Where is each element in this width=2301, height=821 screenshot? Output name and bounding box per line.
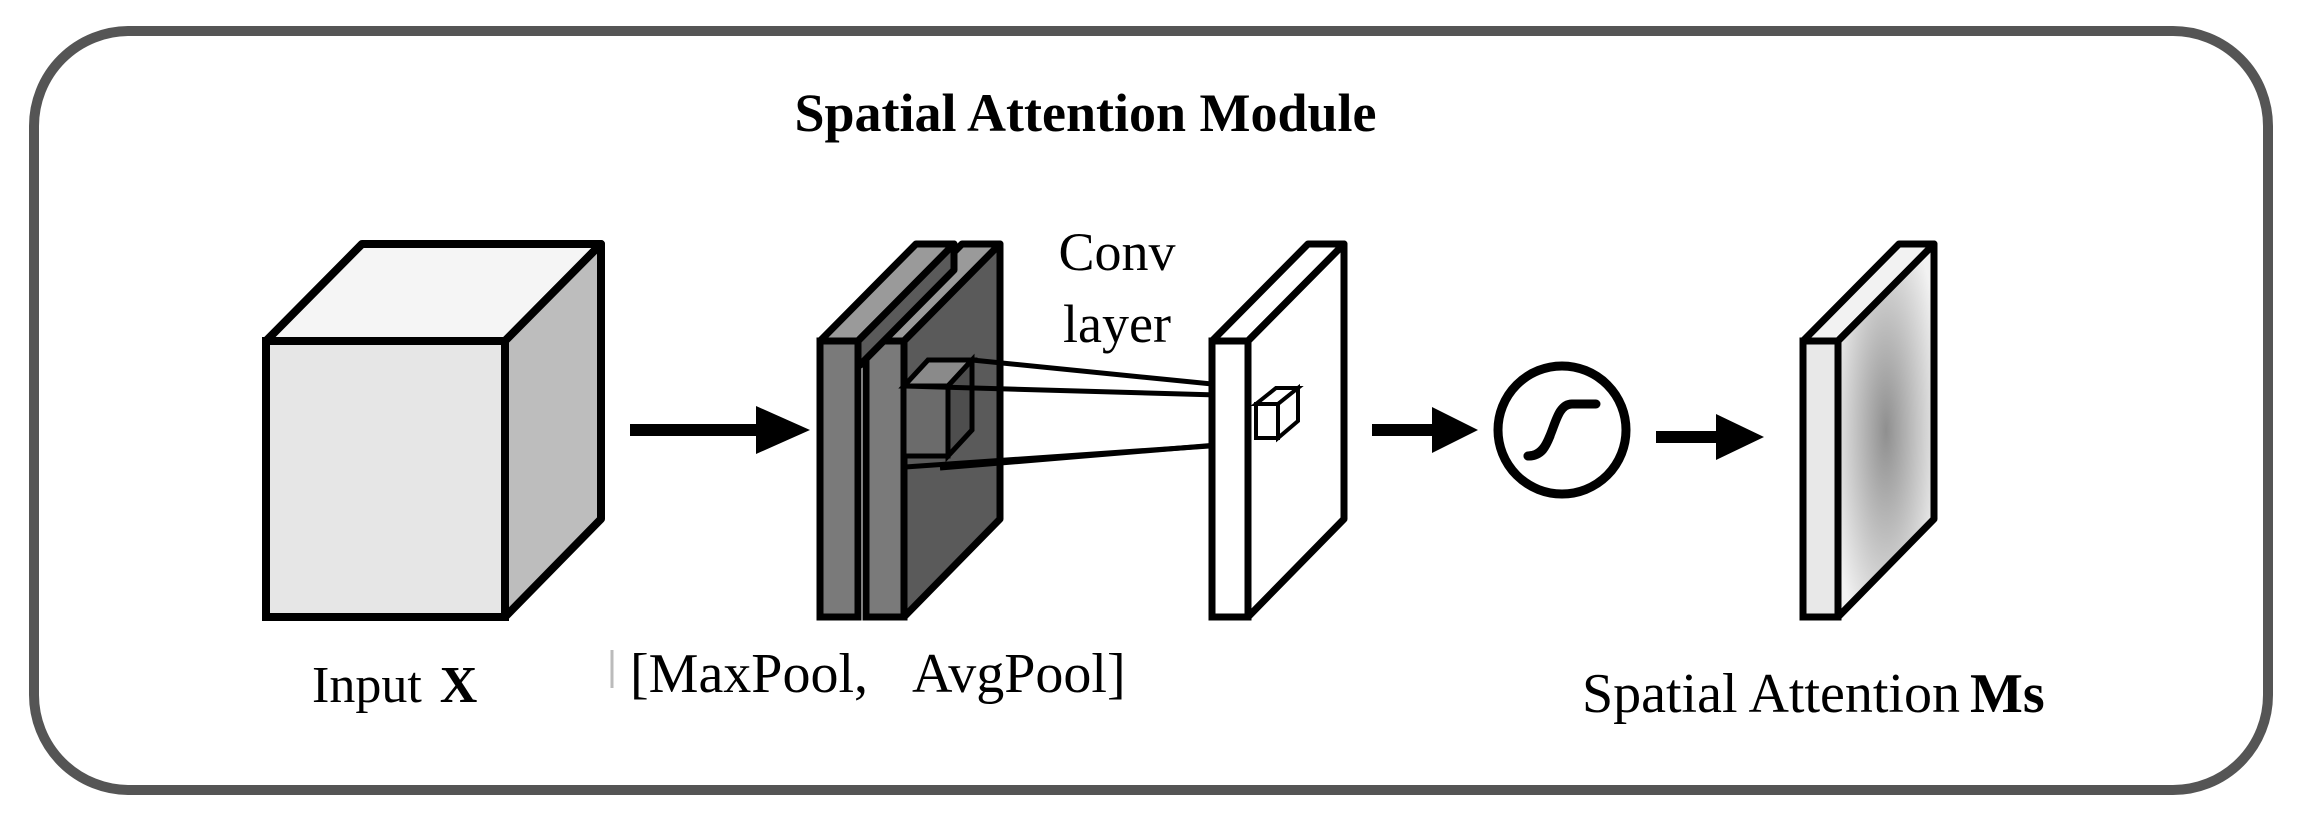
module-title: Spatial Attention Module	[794, 83, 1377, 143]
conv-label: Conv layer	[1042, 216, 1192, 360]
output-label-prefix: Spatial Attention	[1582, 663, 1960, 725]
pool-label: [MaxPool, AvgPool]	[630, 646, 1126, 702]
arrow-right-icon	[1656, 414, 1764, 460]
input-label-prefix: Input	[312, 657, 422, 714]
arrow-right-icon	[1372, 407, 1478, 453]
pool-label-open: [MaxPool,	[630, 643, 868, 705]
conv-label-line1: Conv	[1058, 222, 1176, 282]
module-frame	[29, 26, 2273, 795]
conv-output-map	[1208, 240, 1348, 621]
sigmoid-icon	[1493, 361, 1631, 499]
input-cube	[262, 240, 605, 621]
pool-label-close: AvgPool]	[912, 643, 1126, 705]
spatial-attention-map	[1799, 240, 1938, 621]
input-cube-front	[262, 337, 509, 621]
output-symbol: Ms	[1969, 663, 2045, 725]
arrow-right-icon	[630, 406, 810, 454]
input-label: Input X	[312, 660, 477, 712]
pooled-feature-maps	[816, 240, 1004, 621]
input-symbol: X	[439, 657, 478, 714]
conv-label-line2: layer	[1063, 294, 1171, 354]
